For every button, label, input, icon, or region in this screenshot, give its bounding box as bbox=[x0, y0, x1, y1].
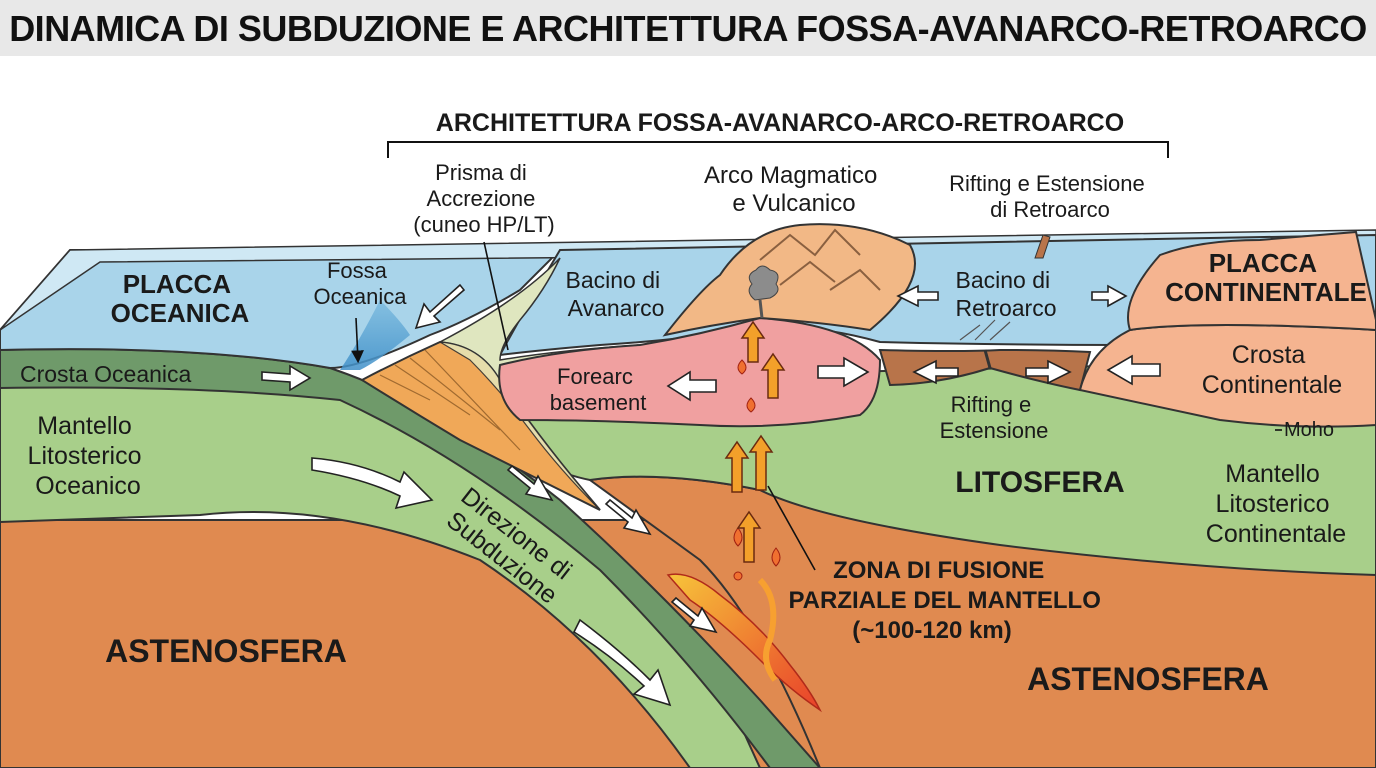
label-bacino-retroarco: Bacino di Retroarco bbox=[955, 267, 1056, 321]
section-bracket bbox=[387, 141, 1169, 158]
diagram-title: DINAMICA DI SUBDUZIONE E ARCHITETTURA FO… bbox=[9, 8, 1367, 49]
arrow-subduction-upper bbox=[311, 457, 434, 510]
ocean-top-face bbox=[0, 229, 1376, 331]
label-fossa-oceanica: Fossa Oceanica bbox=[314, 258, 408, 309]
label-forearc: Forearc basement bbox=[550, 364, 647, 415]
label-astenosfera-right: ASTENOSFERA bbox=[1027, 661, 1269, 697]
label-placca-oceanica: PLACCA OCEANICA bbox=[111, 269, 250, 328]
label-crosta-oceanica: Crosta Oceanica bbox=[20, 361, 192, 387]
magmatic-arc bbox=[662, 223, 916, 337]
label-moho: Moho bbox=[1284, 419, 1334, 441]
label-rifting-estensione: Rifting e Estensione bbox=[940, 392, 1049, 443]
label-arco: Arco Magmatico e Vulcanico bbox=[704, 162, 884, 217]
continental-crust bbox=[1078, 324, 1376, 428]
continental-block bbox=[1127, 230, 1376, 332]
arrow-forearc-right bbox=[817, 356, 870, 388]
volcanic-plume bbox=[748, 265, 779, 301]
label-litosfera: LITOSFERA bbox=[955, 466, 1124, 499]
leader-lines bbox=[351, 241, 1282, 571]
arrow-subduction-lower bbox=[572, 618, 672, 707]
label-crosta-continentale: Crosta Continentale bbox=[1202, 341, 1342, 399]
title-bar bbox=[0, 0, 1376, 56]
label-bacino-avanarco: Bacino di Avanarco bbox=[565, 267, 666, 321]
arrow-slab-1 bbox=[506, 464, 554, 502]
label-mantello-oceanico: Mantello Litosterico Oceanico bbox=[28, 412, 149, 500]
label-prisma: Prisma di Accrezione (cuneo HP/LT) bbox=[413, 160, 554, 237]
section-header: ARCHITETTURA FOSSA-AVANARCO-ARCO-RETROAR… bbox=[436, 109, 1124, 137]
arrow-continental bbox=[1106, 354, 1161, 386]
label-rifting-retroarco: Rifting e Estensione di Retroarco bbox=[949, 171, 1151, 222]
arrow-backarc-right bbox=[1091, 284, 1128, 308]
arrow-forearc-left bbox=[666, 370, 717, 402]
melt-droplets bbox=[733, 359, 781, 581]
arrow-trench bbox=[414, 283, 466, 330]
rift-fault bbox=[1034, 234, 1051, 259]
arrow-rift-left bbox=[912, 359, 959, 385]
label-astenosfera-left: ASTENOSFERA bbox=[105, 633, 347, 669]
melt-zone bbox=[666, 573, 822, 713]
arrow-rift-right bbox=[1025, 359, 1072, 385]
arrow-backarc-left bbox=[896, 284, 939, 308]
flow-arrows bbox=[261, 283, 1161, 707]
magma-rise-arrows bbox=[724, 320, 786, 563]
label-mantello-continentale: Mantello Litosterico Continentale bbox=[1206, 460, 1346, 548]
arrow-slab-2 bbox=[604, 498, 652, 536]
label-placca-continentale: PLACCA CONTINENTALE bbox=[1165, 248, 1367, 307]
label-zona-fusione: ZONA DI FUSIONE PARZIALE DEL MANTELLO (~… bbox=[788, 557, 1107, 644]
arrow-crust bbox=[261, 364, 312, 392]
arrow-slab-3 bbox=[670, 596, 718, 634]
arc-mountains bbox=[759, 228, 881, 291]
